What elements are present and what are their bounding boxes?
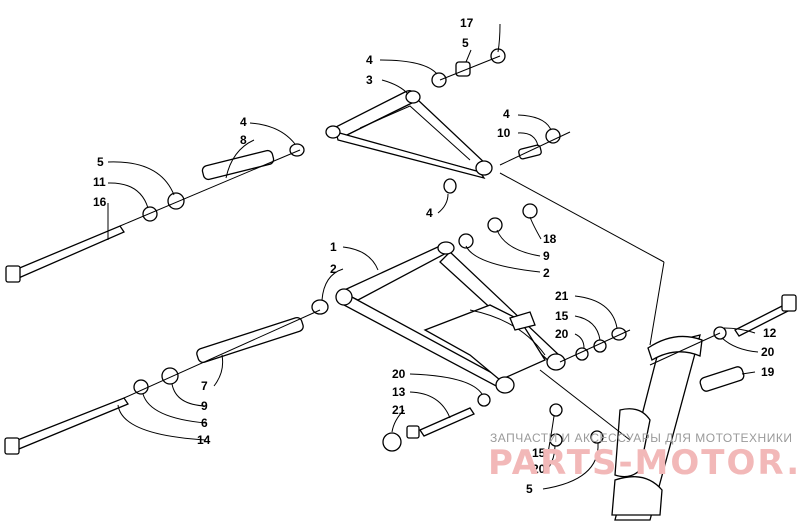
callout-19: 19 — [761, 365, 775, 379]
watermark: ЗАПЧАСТИ И АКСЕССУАРЫ ДЛЯ МОТОТЕХНИКИ PA… — [488, 431, 800, 483]
callout-2: 2 — [330, 262, 337, 276]
leader-lines — [107, 23, 759, 490]
callout-5: 5 — [97, 155, 104, 169]
callout-5: 5 — [526, 482, 533, 496]
callout-11: 11 — [93, 175, 106, 189]
callout-8: 8 — [240, 133, 247, 147]
callout-1: 1 — [330, 240, 337, 254]
watermark-brand: PARTS-MOTOR.RU — [488, 443, 800, 483]
callout-7: 7 — [201, 379, 208, 393]
upper-a-arm — [325, 90, 493, 180]
callout-18: 18 — [543, 232, 557, 246]
callout-4: 4 — [503, 107, 510, 121]
watermark-caption: ЗАПЧАСТИ И АКСЕССУАРЫ ДЛЯ МОТОТЕХНИКИ — [490, 431, 792, 445]
callout-9: 9 — [543, 249, 550, 263]
callout-4: 4 — [366, 53, 373, 67]
callout-15: 15 — [555, 309, 569, 323]
callout-20: 20 — [761, 345, 775, 359]
callout-3: 3 — [366, 73, 373, 87]
callout-21: 21 — [555, 289, 569, 303]
callout-labels: 17 5 4 3 4 8 4 10 5 11 16 4 18 9 2 1 2 2… — [93, 16, 777, 496]
callout-17: 17 — [460, 16, 474, 30]
callout-14: 14 — [197, 433, 211, 447]
callout-20: 20 — [555, 327, 569, 341]
upper-hardware — [5, 48, 571, 283]
callout-4: 4 — [240, 115, 247, 129]
callout-15: 15 — [532, 446, 546, 460]
callout-5: 5 — [462, 36, 469, 50]
lower-hardware — [4, 203, 631, 455]
callout-12: 12 — [763, 326, 777, 340]
callout-2: 2 — [543, 266, 550, 280]
lower-a-arm — [335, 241, 566, 394]
callout-9: 9 — [201, 399, 208, 413]
callout-10: 10 — [497, 126, 511, 140]
callout-20: 20 — [532, 462, 546, 476]
callout-16: 16 — [93, 195, 107, 209]
callout-13: 13 — [392, 385, 406, 399]
callout-6: 6 — [201, 416, 208, 430]
spindle-knuckle — [611, 294, 797, 521]
callout-20: 20 — [392, 367, 406, 381]
callout-4: 4 — [426, 206, 433, 220]
callout-21: 21 — [392, 403, 406, 417]
